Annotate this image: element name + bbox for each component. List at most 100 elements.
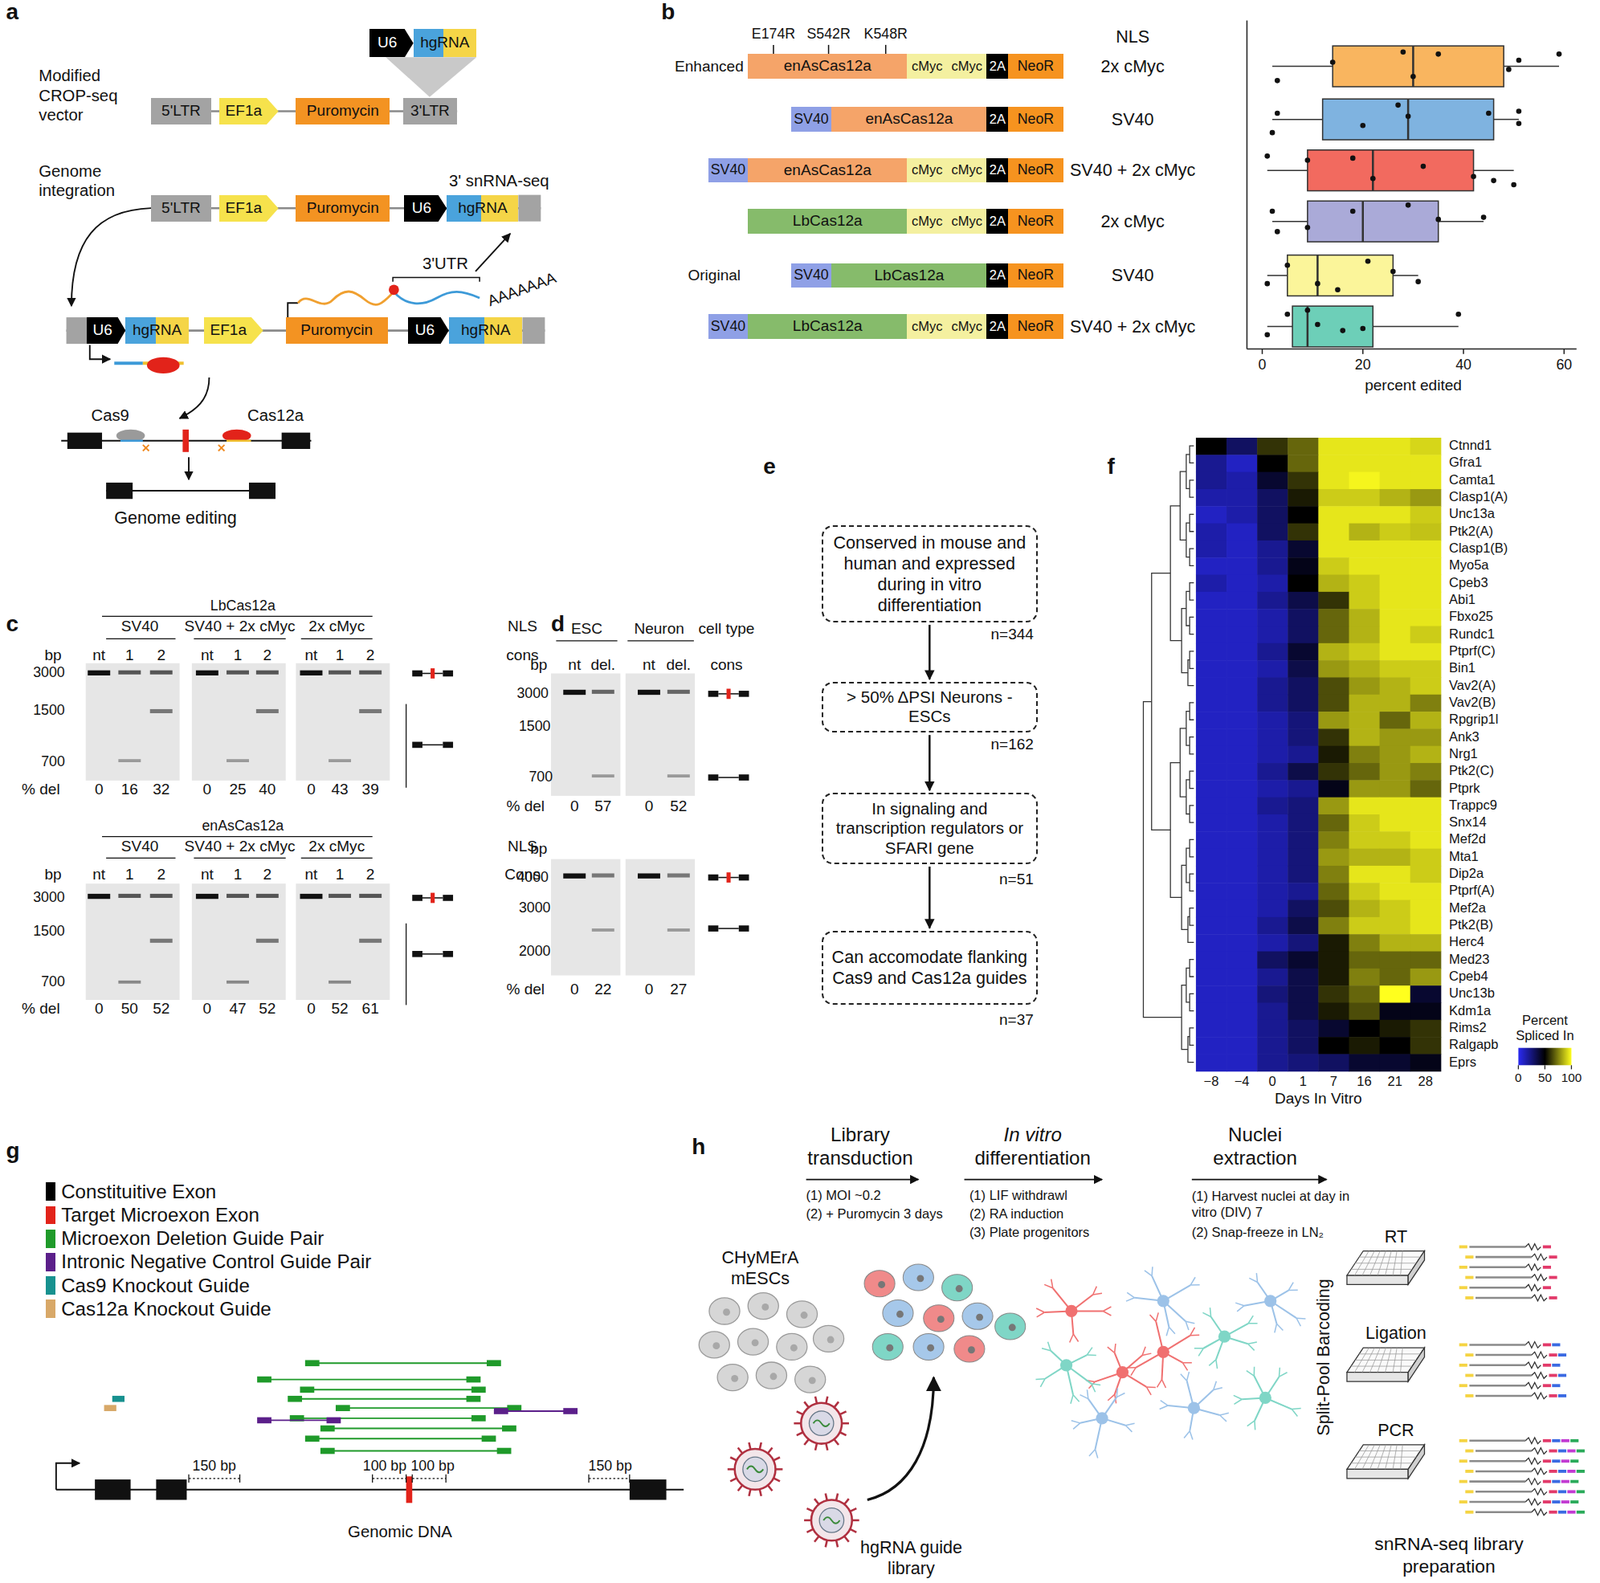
- heat-cell: [1287, 608, 1319, 627]
- cell-nucleus: [712, 1342, 720, 1350]
- barcode: [1551, 1383, 1560, 1388]
- polya: [1525, 1284, 1541, 1291]
- virus-spike: [844, 1536, 849, 1543]
- heat-cell: [1195, 1020, 1228, 1038]
- panel-letter: f: [1106, 453, 1115, 481]
- box: [1307, 200, 1439, 242]
- read: [1475, 1256, 1532, 1259]
- neurite: [1107, 1346, 1115, 1353]
- gel-band: [195, 670, 219, 676]
- barcode: [1558, 1449, 1567, 1454]
- heat-cell: [1410, 454, 1442, 473]
- dendrogram: [1189, 993, 1194, 1011]
- text-label: Clasp1(B): [1448, 540, 1508, 557]
- heat-cell: [1410, 882, 1442, 901]
- transduced-cell: [872, 1333, 903, 1360]
- heat-cell: [1348, 523, 1380, 542]
- cas12a-guide: [104, 1404, 117, 1412]
- polya: [1525, 1264, 1541, 1271]
- guide: [300, 1386, 315, 1393]
- neurite: [1291, 1409, 1298, 1417]
- filter-box: Conserved in mouse and human and express…: [821, 525, 1038, 623]
- heat-cell: [1410, 814, 1442, 833]
- text-label: percent edited: [1364, 376, 1462, 396]
- heat-cell: [1348, 951, 1380, 970]
- heat-cell: [1287, 917, 1319, 935]
- data-point: [1516, 120, 1523, 127]
- heat-cell: [1287, 677, 1319, 695]
- heat-cell: [1226, 489, 1258, 507]
- neurite: [1233, 1395, 1242, 1400]
- text-label: 100: [1561, 1069, 1582, 1085]
- neurite: [1044, 1284, 1054, 1288]
- neurite: [1183, 1431, 1190, 1439]
- heat-cell: [1318, 746, 1350, 764]
- mesc-cell: [786, 1301, 817, 1328]
- exon: [412, 670, 423, 678]
- heat-cell: [1287, 1020, 1319, 1038]
- heat-cell: [1379, 506, 1412, 524]
- neurite: [1185, 1321, 1189, 1331]
- gel-band: [150, 670, 173, 675]
- heat-cell: [1226, 900, 1258, 919]
- text-label: S542R: [806, 26, 850, 44]
- neurite: [1086, 1347, 1093, 1356]
- text-label: 25: [228, 780, 246, 800]
- transduced-cell: [954, 1335, 985, 1363]
- heat-cell: [1287, 968, 1319, 987]
- text-label: nt: [567, 656, 581, 675]
- dimension-tick: [587, 1474, 589, 1483]
- virus-spike: [825, 1540, 828, 1548]
- barcode: [1558, 1353, 1567, 1357]
- text-label: 2x cMyc: [308, 837, 365, 857]
- text-label: % del: [506, 980, 545, 1000]
- heat-cell: [1195, 763, 1228, 781]
- cell-nucleus: [926, 1344, 935, 1352]
- dendrogram: [1187, 1036, 1194, 1063]
- text-label: Snx14: [1448, 814, 1487, 831]
- heat-cell: [1287, 848, 1319, 867]
- text-label: Ptprk: [1448, 780, 1481, 797]
- guide-pair-line: [263, 1379, 475, 1381]
- text-label: 52: [258, 1000, 276, 1019]
- neurite: [1080, 1395, 1089, 1400]
- gel-band: [226, 670, 249, 675]
- exon: [708, 925, 719, 932]
- virus-spike: [806, 1529, 813, 1533]
- microexon: [182, 429, 189, 453]
- neurite: [1142, 1346, 1146, 1356]
- heat-cell: [1257, 437, 1289, 456]
- text-label: 27: [669, 980, 687, 1000]
- heat-cell: [1379, 763, 1412, 781]
- exon: [442, 894, 454, 902]
- heat-cell: [1410, 779, 1442, 798]
- virus-spike: [814, 1536, 820, 1543]
- heat-cell: [1348, 968, 1380, 987]
- data-point: [1285, 311, 1291, 318]
- whisker: [1493, 118, 1519, 121]
- heat-cell: [1226, 831, 1258, 849]
- text-label: Split-Pool Barcoding: [1313, 1278, 1335, 1437]
- heat-cell: [1226, 506, 1258, 524]
- barcode: [1465, 1255, 1474, 1259]
- read: [1469, 1286, 1526, 1290]
- heat-cell: [1348, 677, 1380, 695]
- text-label: (1) MOI ~0.2: [806, 1187, 882, 1205]
- panel-letter: c: [6, 611, 20, 639]
- dendrogram: [1189, 873, 1194, 891]
- polya: [1525, 1437, 1541, 1445]
- box-text: LbCas12a: [792, 212, 863, 231]
- box-text: NeoR: [1017, 161, 1054, 179]
- heat-cell: [1318, 540, 1350, 559]
- heat-cell: [1348, 506, 1380, 524]
- dendrogram: [1179, 728, 1187, 797]
- 2a-block: 2A: [986, 158, 1009, 183]
- neuron-body: [1157, 1346, 1170, 1359]
- neurite: [1102, 1306, 1111, 1311]
- heat-cell: [1318, 1053, 1350, 1072]
- gel-band: [591, 774, 615, 778]
- heat-cell: [1195, 472, 1228, 490]
- text-label: 57: [594, 796, 612, 816]
- text-label: SV40: [1111, 265, 1155, 286]
- data-point: [1415, 278, 1421, 285]
